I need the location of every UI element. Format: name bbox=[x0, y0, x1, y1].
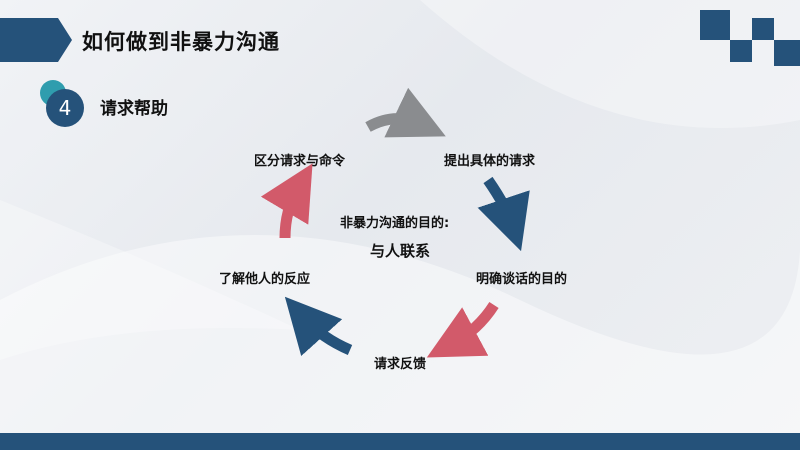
arrow-right-upper bbox=[477, 176, 530, 252]
section-number-badge: 4 bbox=[46, 89, 84, 127]
step-label: 区分请求与命令 bbox=[254, 154, 346, 169]
corner-square bbox=[700, 10, 730, 40]
arrow-bottom-left bbox=[284, 296, 353, 357]
corner-square bbox=[774, 40, 800, 66]
step-label: 请求反馈 bbox=[374, 357, 427, 372]
center-caption: 非暴力沟通的目的: bbox=[340, 216, 450, 231]
section-title: 请求帮助 bbox=[100, 99, 168, 119]
corner-square bbox=[752, 18, 774, 40]
arrow-top bbox=[365, 87, 446, 138]
arrow-left bbox=[260, 163, 313, 239]
title-tab-arrow bbox=[58, 18, 72, 62]
bottom-bar bbox=[0, 433, 800, 450]
title-tab bbox=[0, 18, 58, 62]
corner-square bbox=[730, 40, 752, 62]
step-label: 明确谈话的目的 bbox=[476, 272, 568, 287]
slide-title: 如何做到非暴力沟通 bbox=[82, 30, 280, 54]
arrow-right-lower bbox=[426, 301, 499, 358]
center-goal: 与人联系 bbox=[370, 242, 431, 260]
step-label: 提出具体的请求 bbox=[444, 154, 536, 169]
step-label: 了解他人的反应 bbox=[219, 272, 311, 287]
